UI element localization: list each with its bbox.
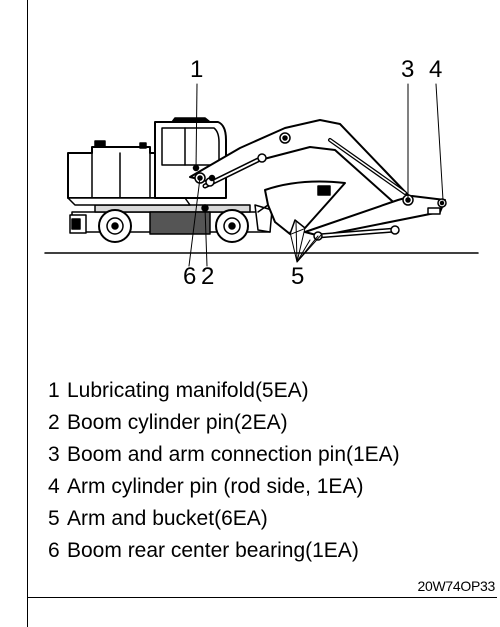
cab (154, 117, 227, 199)
legend-text: Boom and arm connection pin(1EA) (67, 443, 400, 466)
page-frame-bottom (27, 597, 497, 598)
parts-legend: 1 Lubricating manifold(5EA) 2 Boom cylinde… (48, 375, 488, 567)
boom-cylinder (202, 153, 267, 189)
legend-item: 5 Arm and bucket(6EA) (48, 503, 488, 535)
legend-text: Lubricating manifold(5EA) (67, 379, 309, 402)
legend-number: 6 (48, 539, 60, 562)
figure-code: 20W74OP33 (417, 578, 496, 594)
legend-text: Arm cylinder pin (rod side, 1EA) (67, 475, 364, 498)
callout-5: 5 (291, 263, 305, 290)
legend-number: 5 (48, 507, 60, 530)
legend-number: 2 (48, 411, 60, 434)
page-frame-left (27, 0, 28, 627)
legend-number: 4 (48, 475, 60, 498)
callout-3: 3 (401, 56, 415, 83)
legend-item: 3 Boom and arm connection pin(1EA) (48, 439, 488, 471)
legend-item: 1 Lubricating manifold(5EA) (48, 375, 488, 407)
callout-1: 1 (190, 56, 204, 83)
arm-cylinder (328, 138, 407, 195)
leader-lines (188, 83, 444, 267)
excavator-diagram (30, 50, 495, 320)
legend-item: 2 Boom cylinder pin(2EA) (48, 407, 488, 439)
callout-4: 4 (429, 56, 443, 83)
callout-2: 2 (201, 263, 215, 290)
legend-number: 1 (48, 379, 60, 402)
legend-text: Boom cylinder pin(2EA) (67, 411, 288, 434)
legend-text: Boom rear center bearing(1EA) (67, 539, 359, 562)
legend-item: 4 Arm cylinder pin (rod side, 1EA) (48, 471, 488, 503)
arm (304, 194, 447, 237)
legend-item: 6 Boom rear center bearing(1EA) (48, 535, 488, 567)
callout-6: 6 (183, 263, 197, 290)
legend-number: 3 (48, 443, 60, 466)
legend-text: Arm and bucket(6EA) (67, 507, 268, 530)
rear-wheel (215, 209, 249, 243)
front-wheel (98, 209, 132, 243)
